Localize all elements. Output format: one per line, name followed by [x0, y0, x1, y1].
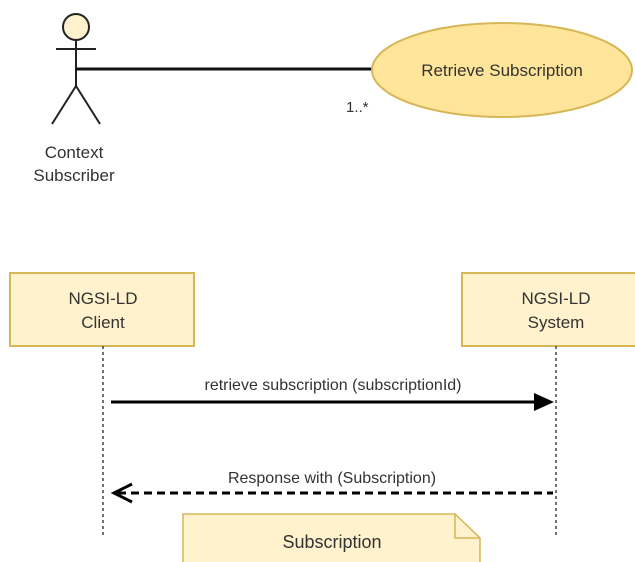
lifeline-client: NGSI-LD Client — [9, 272, 195, 535]
subscription-note: Subscription — [182, 513, 481, 562]
use-case-retrieve-subscription: Retrieve Subscription — [371, 22, 633, 118]
note-folded-corner — [454, 514, 480, 539]
actor-context-subscriber: Context Subscriber — [33, 13, 115, 185]
request-message: retrieve subscription (subscriptionId) — [111, 377, 554, 411]
use-case-ellipse — [371, 22, 633, 118]
actor-label-line2: Subscriber — [33, 166, 115, 185]
lifeline-system-label-line2: System — [528, 313, 585, 332]
lifeline-client-box — [9, 272, 195, 347]
request-message-label: retrieve subscription (subscriptionId) — [205, 377, 462, 394]
lifeline-system-label-line1: NGSI-LD — [522, 289, 591, 308]
use-case-label: Retrieve Subscription — [421, 61, 583, 80]
lifeline-system: NGSI-LD System — [461, 272, 635, 535]
actor-right-leg — [75, 85, 101, 125]
response-message-label: Response with (Subscription) — [228, 470, 436, 487]
response-arrowhead — [110, 482, 133, 504]
note-label: Subscription — [282, 532, 381, 552]
actor-head — [62, 13, 90, 41]
actor-left-leg — [51, 85, 77, 125]
multiplicity-label: 1..* — [346, 99, 369, 116]
lifeline-client-label-line1: NGSI-LD — [69, 289, 138, 308]
request-arrowhead — [534, 393, 554, 411]
lifeline-client-label-line2: Client — [81, 313, 125, 332]
actor-label-line1: Context — [45, 143, 104, 162]
response-message: Response with (Subscription) — [110, 470, 553, 504]
lifeline-system-box — [461, 272, 635, 347]
note-shape — [182, 513, 481, 562]
